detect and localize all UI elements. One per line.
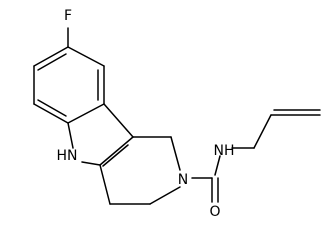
allyl-chain — [231, 109, 321, 149]
bond-ch2-ch — [253, 114, 272, 149]
structure-diagram: F HN N NH O — [33, 8, 321, 219]
bond-c4b-c9a — [99, 136, 134, 166]
atom-ring-n: N — [178, 172, 188, 188]
bond-ch2-n — [170, 136, 181, 171]
bond-c4a-c8a-inner — [37, 99, 67, 117]
bond-c7-c6 — [67, 46, 105, 67]
atom-indole-nh: HN — [57, 148, 78, 164]
bond-ch2c-c9a — [99, 164, 111, 205]
pyrrole-ring — [67, 103, 134, 167]
bond-c9a-nh — [81, 161, 101, 166]
bond-c5-c4a — [67, 103, 105, 124]
bond-carbonyl-nh — [214, 155, 221, 176]
bond-c9-c7-inner — [37, 53, 67, 71]
bond-c5-c4b — [103, 103, 134, 138]
piperidine-ring — [99, 136, 181, 205]
molecule-canvas: F HN N NH O — [33, 8, 321, 219]
atom-amide-nh: NH — [214, 143, 235, 159]
atom-carbonyl-o: O — [209, 204, 220, 219]
benzene-ring — [33, 46, 105, 124]
bond-n-ch2b — [149, 186, 181, 205]
bond-c4a-nh — [67, 122, 74, 149]
bond-c9-c7 — [33, 46, 69, 67]
atom-fluorine: F — [64, 8, 72, 24]
bond-c4b-c9a-inner — [102, 144, 129, 167]
bond-c4a-c8a — [33, 103, 69, 124]
amide-group — [191, 155, 221, 203]
